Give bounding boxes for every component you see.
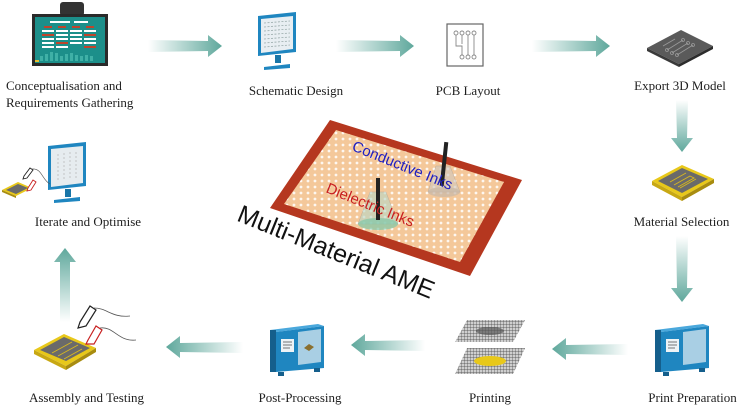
probe-chip-icon <box>34 305 137 370</box>
print-layers-icon <box>455 320 525 374</box>
red-probe-icon <box>85 325 103 345</box>
monitor-icon <box>258 12 296 70</box>
step-label-print-prep: Print Preparation <box>648 390 737 405</box>
ame-board-illustration <box>270 120 522 276</box>
oven-cabinet-icon <box>270 324 324 376</box>
gold-chip-icon <box>652 165 714 201</box>
dielectric-nozzle-icon <box>357 178 399 230</box>
step-label-iterate: Iterate and Optimise <box>34 214 142 229</box>
pcb-layout-icon <box>446 23 484 67</box>
step-label-export-3d: Export 3D Model <box>634 78 726 93</box>
arrow-up-1 <box>54 248 76 322</box>
arrow-down-2 <box>671 236 693 302</box>
monitor-probe-icon <box>2 142 86 203</box>
step-label-line1: Conceptualisation and <box>6 78 122 93</box>
step-label-schematic: Schematic Design <box>248 83 344 98</box>
step-label-material: Material Selection <box>633 214 730 229</box>
printer-cabinet-icon <box>655 324 709 376</box>
step-label-conceptualisation: Conceptualisation and Requirements Gathe… <box>6 77 146 111</box>
step-label-printing: Printing <box>469 390 511 405</box>
black-probe-icon <box>77 305 97 329</box>
arrow-down-1 <box>671 100 693 152</box>
arrow-right-3 <box>532 35 610 57</box>
arrow-left-3 <box>166 336 243 358</box>
3d-board-icon <box>647 30 713 67</box>
step-label-assembly: Assembly and Testing <box>28 390 145 405</box>
arrow-right-1 <box>148 35 222 57</box>
arrow-left-1 <box>552 338 628 360</box>
step-label-pcb-layout: PCB Layout <box>435 83 501 98</box>
dashboard-screen-icon <box>32 2 108 66</box>
conductive-nozzle-icon <box>427 141 461 197</box>
step-label-line2: Requirements Gathering <box>6 95 134 110</box>
arrow-left-2 <box>351 334 425 356</box>
arrow-right-2 <box>336 35 414 57</box>
step-label-post-processing: Post-Processing <box>258 390 342 405</box>
